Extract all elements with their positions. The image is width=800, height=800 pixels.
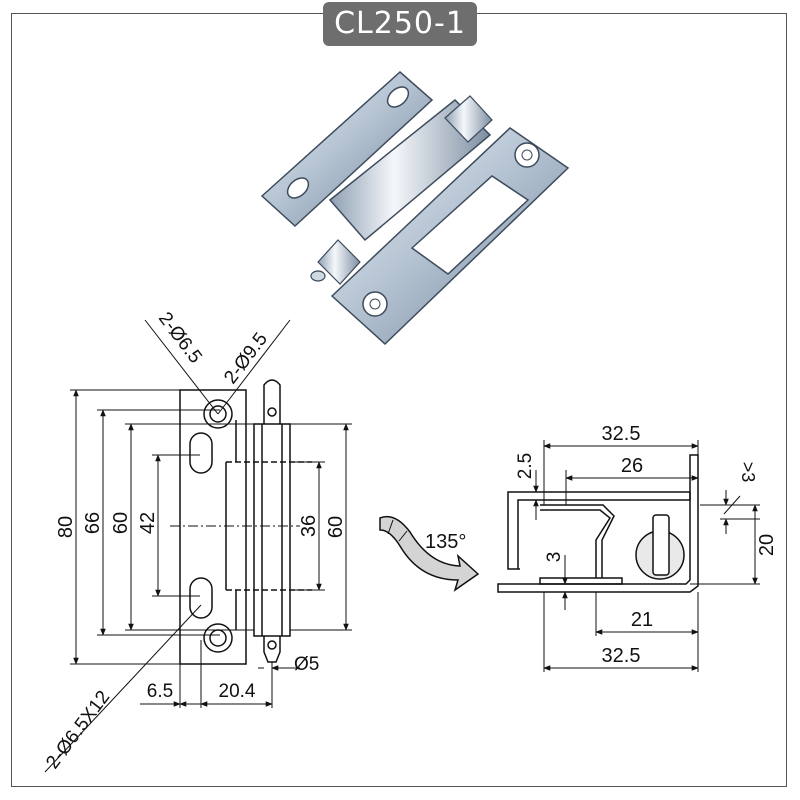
callout-slot: 2-Ø6.5X12 (42, 687, 114, 773)
dim-21: 21 (631, 609, 653, 631)
dim-60-right: 60 (325, 516, 347, 538)
dim-20-4: 20.4 (219, 681, 256, 702)
front-slot-top (189, 432, 213, 474)
dim-66: 66 (82, 512, 104, 534)
front-view (44, 319, 352, 773)
hinge-barrel (310, 95, 493, 285)
front-hole-top-outer (203, 399, 233, 429)
callout-hole-large: 2-Ø9.5 (220, 329, 272, 388)
model-title-badge: CL250-1 (323, 2, 477, 46)
front-leaf-outline (179, 389, 247, 665)
dim-greater-than-3: >3 (738, 462, 758, 483)
side-pin (652, 514, 670, 576)
hinge-left-leaf (260, 70, 434, 228)
side-view (497, 440, 760, 672)
hinge-product-image (260, 70, 570, 346)
dim-6-5: 6.5 (147, 681, 173, 702)
front-pin-top (263, 379, 281, 424)
front-hole-bottom-outer (203, 623, 233, 653)
dim-36: 36 (298, 515, 320, 537)
dim-pin-diameter: Ø5 (294, 654, 319, 675)
dim-32-5-top: 32.5 (602, 423, 641, 445)
front-barrel-outline (253, 423, 291, 637)
dim-80: 80 (55, 516, 77, 538)
hinge-right-leaf (330, 127, 570, 346)
side-web (540, 509, 611, 578)
dim-32-5-bottom: 32.5 (602, 645, 641, 667)
dim-2-5: 2.5 (515, 453, 536, 479)
rotation-arrow (379, 515, 480, 592)
callout-hole-small: 2-Ø6.5 (154, 308, 206, 367)
dim-60-left: 60 (110, 512, 132, 534)
dim-20: 20 (756, 534, 778, 556)
angle-label: 135° (425, 531, 466, 553)
dim-26: 26 (621, 455, 643, 477)
front-slot-bottom (189, 577, 213, 619)
dim-42: 42 (137, 512, 159, 534)
dim-3: 3 (544, 552, 565, 563)
